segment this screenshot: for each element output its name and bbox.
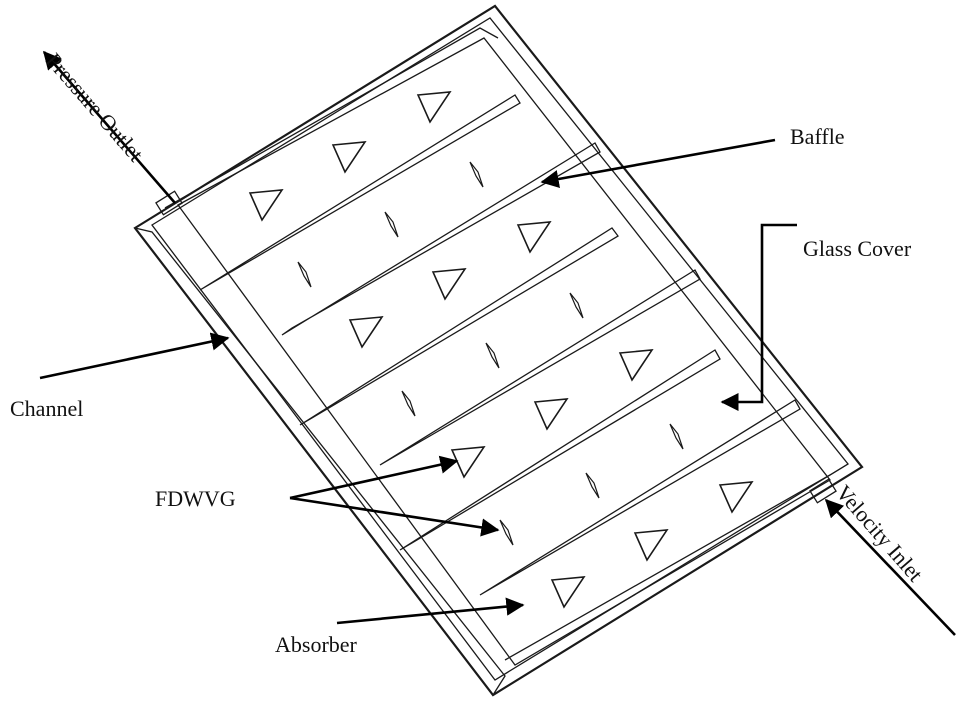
vortex-generators: [248, 91, 754, 609]
baffle-label: Baffle: [790, 124, 845, 149]
winglet: [469, 161, 484, 188]
vortex-generator: [331, 141, 367, 174]
baffle-1: [199, 94, 521, 291]
baffle-3: [299, 227, 619, 426]
fdwvg-arrow-2: [289, 496, 500, 537]
vortex-generator: [348, 316, 384, 349]
fdwvg-label: FDWVG: [155, 486, 236, 511]
winglet: [401, 390, 416, 417]
vortex-generator: [550, 576, 586, 609]
channel-arrow: [39, 332, 230, 380]
winglet: [485, 342, 500, 369]
baffle-arrow: [540, 138, 776, 188]
absorber-label: Absorber: [275, 632, 357, 657]
vortex-generator: [633, 529, 669, 562]
channel-outer-frame: [133, 4, 864, 697]
glass-cover-arrow: [720, 223, 797, 412]
channel-inner-frame: [151, 17, 849, 681]
pressure-outlet-arrow: [43, 50, 176, 204]
glass-cover-label: Glass Cover: [803, 236, 912, 261]
channel-bottom-wall: [504, 463, 849, 661]
vortex-generator: [416, 91, 452, 124]
winglet: [585, 472, 600, 499]
winglets: [297, 161, 684, 546]
vortex-generator: [431, 268, 467, 301]
winglet: [669, 423, 684, 450]
vortex-generator: [248, 189, 284, 222]
inlet-port: [809, 478, 837, 504]
winglet: [569, 292, 584, 319]
baffle-5: [399, 349, 721, 551]
baffle-2: [281, 142, 601, 336]
glass-cover-edge: [177, 37, 831, 666]
velocity-inlet-arrow: [824, 498, 956, 636]
channel-left-wall: [134, 227, 506, 696]
winglet: [297, 261, 312, 288]
outlet-port: [155, 190, 183, 216]
channel-label: Channel: [10, 396, 84, 421]
baffles: [199, 94, 801, 596]
vortex-generator: [516, 221, 552, 254]
winglet: [384, 211, 399, 238]
fdwvg-arrow-1: [289, 455, 459, 500]
absorber-arrow: [336, 597, 525, 625]
baffle-6: [479, 399, 801, 596]
channel-top-wall: [164, 27, 499, 209]
winglet: [499, 519, 514, 546]
vortex-generator: [533, 398, 569, 431]
baffle-4: [379, 269, 701, 466]
vortex-generator: [618, 349, 654, 382]
vortex-generator: [718, 481, 754, 514]
